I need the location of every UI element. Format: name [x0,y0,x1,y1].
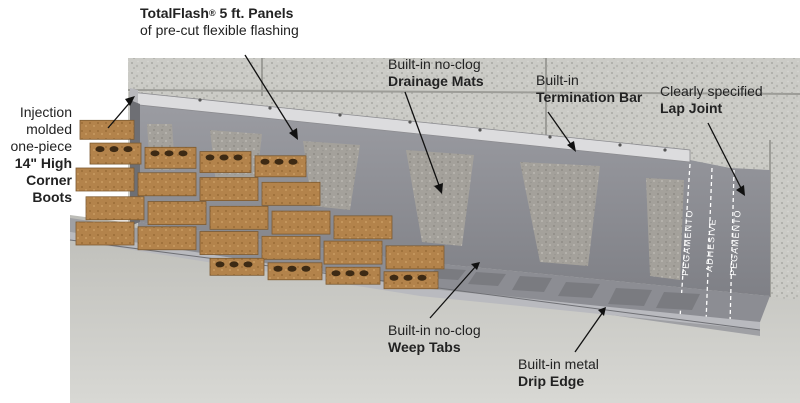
brick-core-hole [301,265,311,272]
drip-edge-line-1: Built-in metal [518,356,599,372]
brick-core-hole [389,274,399,281]
brick [209,205,269,230]
brick-core-hole [345,270,355,277]
brick-core-hole [403,274,413,281]
brick [144,146,197,169]
drip-edge-bold: Drip Edge [518,373,585,389]
brick [261,235,321,260]
label-drainage-mats: Built-in no-clog Drainage Mats [388,56,484,90]
brick-core-hole [233,154,243,161]
membrane-word-3: PEGAMENTO [728,209,743,276]
drainage-mats-line-1: Built-in no-clog [388,56,481,72]
brick [385,245,445,270]
panels-bold-text: 5 ft. Panels [215,5,294,21]
brick-core-hole [205,154,215,161]
leader-lines [107,54,743,353]
brick [199,177,259,201]
membrane-print: PEGAMENTO ADHESIVE PEGAMENTO [680,209,743,276]
label-weep-tabs: Built-in no-clog Weep Tabs [388,322,481,356]
corner-boots-line-3: one-piece [10,138,73,154]
label-drip-edge: Built-in metal Drip Edge [518,356,599,390]
brick [323,240,383,265]
brick-core-hole [287,265,297,272]
weep-tabs-bold: Weep Tabs [388,339,461,355]
registered-mark: ® [208,8,216,18]
brick [75,167,135,192]
brick-core-hole [109,146,119,153]
brick [137,172,197,197]
brick [79,119,135,140]
brick [261,181,321,206]
brick-core-hole [123,146,133,153]
brick [147,201,207,225]
corner-boots-line-1: Injection [19,104,72,120]
brick-core-hole [219,154,229,161]
panels-title: TotalFlash® 5 ft. Panels [140,5,299,22]
lap-joint-line-1: Clearly specified [660,83,763,99]
lap-joint-bold: Lap Joint [660,100,723,116]
brick-core-hole [417,274,427,281]
label-lap-joint: Clearly specified Lap Joint [660,83,763,117]
membrane-word-1: PEGAMENTO [680,209,695,276]
brick [199,231,259,255]
brick [333,215,393,240]
label-termination-bar: Built-in Termination Bar [536,72,642,106]
brick-core-hole [288,158,298,165]
brick-core-hole [164,150,174,157]
brick-veneer [75,119,445,290]
brick [254,155,307,178]
label-totalflash-panels: TotalFlash® 5 ft. Panels of pre-cut flex… [140,5,299,39]
brick [85,196,145,221]
corner-boots-bold-2: Corner [26,172,72,188]
leader-arrowheads [125,96,745,316]
brick [271,210,331,235]
brick-core-hole [215,261,225,268]
brick-core-hole [331,270,341,277]
brick [199,151,252,173]
brick-core-hole [95,146,105,153]
drainage-mats-bold: Drainage Mats [388,73,484,89]
corner-boots-line-2: molded [26,121,72,137]
termination-bar-line-1: Built-in [536,72,579,88]
label-corner-boots: Injection molded one-piece 14" High Corn… [0,104,73,206]
brick [75,221,135,246]
brick-core-hole [178,150,188,157]
brick-core-hole [150,150,160,157]
corner-boots-bold-3: Boots [32,189,72,205]
weep-tabs-line-1: Built-in no-clog [388,322,481,338]
termination-bar-bold: Termination Bar [536,89,643,105]
brick-core-hole [260,158,270,165]
panels-subtext: of pre-cut flexible flashing [140,22,299,38]
brick-core-hole [274,158,284,165]
brick-core-hole [273,265,283,272]
brick-core-hole [229,261,239,268]
brick [89,142,142,165]
brand-name: TotalFlash [140,5,209,21]
brick-core-hole [243,261,253,268]
brick-core-hole [359,270,369,277]
corner-boots-bold-1: 14" High [14,155,72,171]
membrane-word-2: ADHESIVE [704,218,718,272]
brick [137,226,197,251]
